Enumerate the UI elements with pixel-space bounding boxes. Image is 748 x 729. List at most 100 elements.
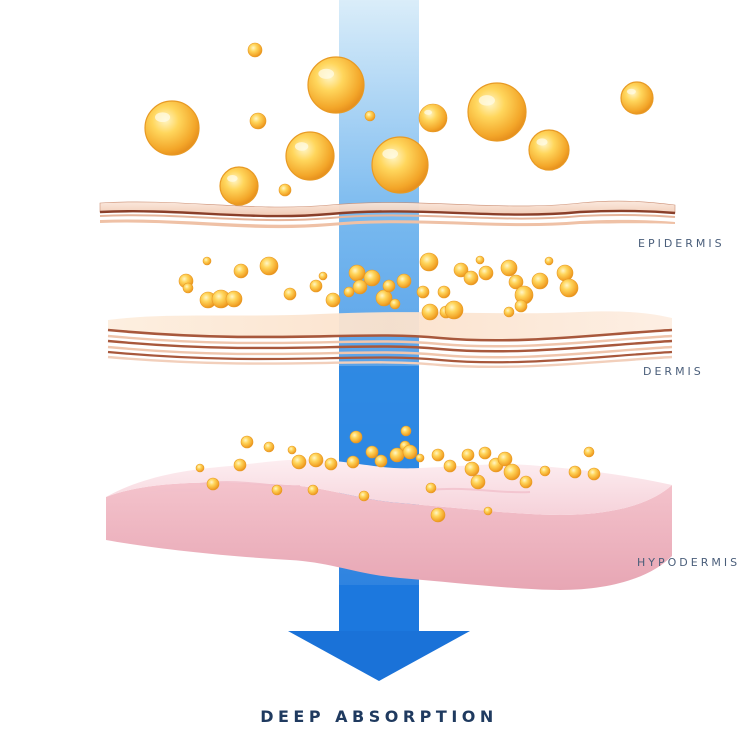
oil-droplet	[419, 252, 439, 272]
oil-droplet	[539, 465, 551, 477]
oil-droplet	[478, 446, 492, 460]
oil-droplet	[528, 129, 570, 171]
oil-droplet	[233, 263, 249, 279]
oil-droplet	[259, 256, 279, 276]
droplet-highlight	[227, 174, 238, 182]
oil-droplet	[544, 256, 554, 266]
oil-droplet	[206, 477, 220, 491]
oil-droplet	[587, 467, 601, 481]
oil-droplet	[416, 285, 430, 299]
oil-droplet	[396, 273, 412, 289]
oil-droplet	[309, 279, 323, 293]
droplet-highlight	[318, 68, 335, 79]
oil-droplet	[318, 271, 328, 281]
oil-droplet	[307, 56, 365, 114]
oil-droplet	[514, 299, 528, 313]
oil-droplet	[402, 444, 418, 460]
droplet-highlight	[154, 112, 171, 123]
oil-droplet	[431, 448, 445, 462]
oil-droplet	[559, 278, 579, 298]
oil-droplet	[531, 272, 549, 290]
oil-droplet	[503, 463, 521, 481]
arrow-shaft-lower	[339, 585, 419, 635]
oil-droplet	[271, 484, 283, 496]
oil-droplet	[225, 290, 243, 308]
oil-droplet	[283, 287, 297, 301]
oil-droplet	[240, 435, 254, 449]
caption-deep-absorption: DEEP ABSORPTION	[260, 707, 498, 726]
oil-droplet	[503, 306, 515, 318]
epidermis-layer	[99, 200, 676, 229]
oil-droplet	[421, 303, 439, 321]
oil-droplet	[437, 285, 451, 299]
oil-droplet	[325, 292, 341, 308]
hypodermis-label: HYPODERMIS	[637, 556, 741, 569]
oil-droplet	[348, 264, 366, 282]
droplet-highlight	[382, 148, 399, 159]
epidermis-label: EPIDERMIS	[638, 237, 725, 250]
oil-droplet	[389, 298, 401, 310]
oil-droplet	[620, 81, 654, 115]
oil-droplet	[219, 166, 259, 206]
oil-droplet	[425, 482, 437, 494]
oil-droplet	[453, 262, 469, 278]
oil-droplet	[464, 461, 480, 477]
dermis-label: DERMIS	[643, 365, 704, 378]
oil-droplet	[374, 454, 388, 468]
oil-droplet	[202, 256, 212, 266]
oil-droplet	[475, 255, 485, 265]
oil-droplet	[343, 286, 355, 298]
oil-droplet	[500, 259, 518, 277]
oil-droplet	[371, 136, 429, 194]
oil-droplet	[568, 465, 582, 479]
oil-droplet	[358, 490, 370, 502]
droplet-highlight	[424, 109, 433, 115]
oil-droplet	[382, 279, 396, 293]
oil-droplet	[324, 457, 338, 471]
oil-droplet	[430, 507, 446, 523]
oil-droplet	[375, 289, 393, 307]
droplet-highlight	[536, 138, 548, 146]
oil-droplet	[461, 448, 475, 462]
oil-droplet	[470, 474, 486, 490]
oil-droplet	[195, 463, 205, 473]
oil-droplet	[308, 452, 324, 468]
oil-droplet	[349, 430, 363, 444]
oil-droplet	[400, 425, 412, 437]
oil-droplet	[278, 183, 292, 197]
oil-droplet	[365, 445, 379, 459]
oil-droplet	[247, 42, 263, 58]
oil-droplet	[307, 484, 319, 496]
hypodermis-layer	[106, 459, 672, 590]
dermis-layer	[107, 311, 673, 369]
oil-droplet	[556, 264, 574, 282]
arrow-head	[288, 631, 470, 681]
droplet-highlight	[626, 88, 636, 95]
oil-droplet	[444, 300, 464, 320]
oil-droplet	[233, 458, 247, 472]
oil-droplet	[497, 451, 513, 467]
oil-droplet	[508, 274, 524, 290]
oil-droplet	[519, 475, 533, 489]
oil-droplet	[352, 279, 368, 295]
oil-droplet	[415, 453, 425, 463]
oil-droplet	[364, 110, 376, 122]
oil-droplet	[287, 445, 297, 455]
oil-droplet	[463, 270, 479, 286]
droplets	[144, 42, 654, 523]
oil-droplet	[346, 455, 360, 469]
oil-droplet	[182, 282, 194, 294]
droplet-highlight	[294, 142, 309, 151]
oil-droplet	[418, 103, 448, 133]
oil-droplet	[249, 112, 267, 130]
oil-droplet	[583, 446, 595, 458]
oil-droplet	[443, 459, 457, 473]
oil-droplet	[478, 265, 494, 281]
oil-droplet	[291, 454, 307, 470]
oil-droplet	[483, 506, 493, 516]
oil-droplet	[285, 131, 335, 181]
droplet-highlight	[478, 95, 495, 106]
oil-droplet	[467, 82, 527, 142]
oil-droplet	[263, 441, 275, 453]
